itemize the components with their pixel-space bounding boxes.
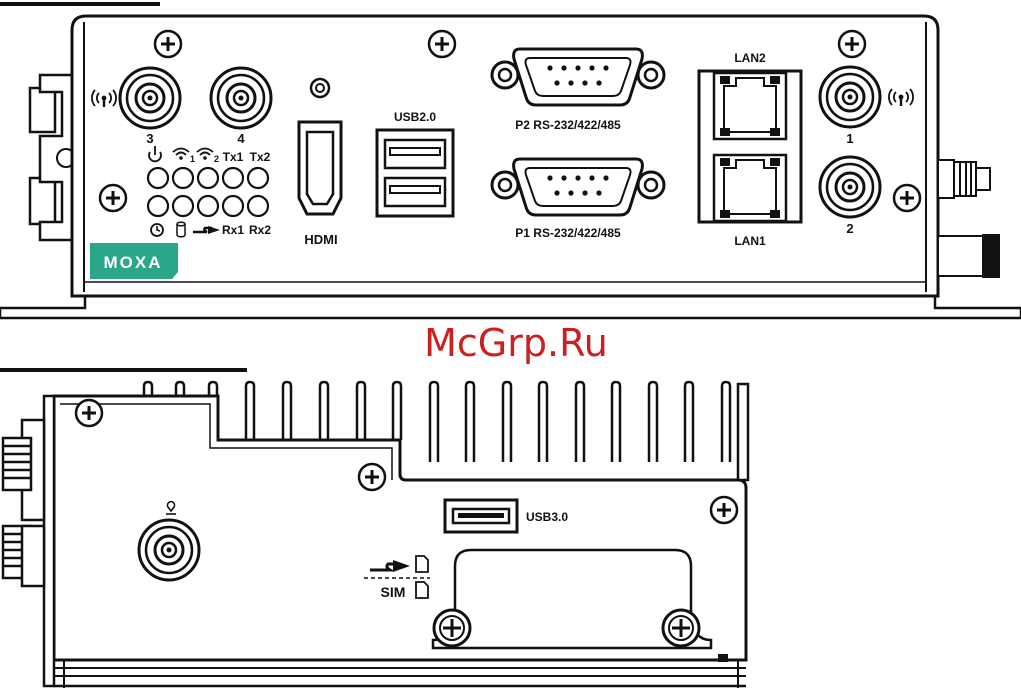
- cover-screw-icon: [434, 610, 470, 646]
- usb3-port: [445, 500, 517, 532]
- lan2-port: [714, 73, 786, 139]
- sim-label: SIM: [381, 584, 406, 600]
- rx1-label: Rx1: [222, 223, 244, 237]
- hdmi-label: HDMI: [304, 232, 337, 247]
- lan2-label: LAN2: [734, 51, 766, 65]
- led: [223, 168, 243, 188]
- screw-icon: [429, 31, 455, 57]
- side-panel: USB3.0 SIM: [0, 370, 748, 688]
- screw-icon: [359, 464, 385, 490]
- antenna-4-label: 4: [237, 131, 245, 146]
- screw-icon: [711, 497, 737, 523]
- screw-icon: [155, 31, 181, 57]
- watermark-text: McGrp.Ru: [424, 321, 608, 365]
- screw-icon: [894, 185, 920, 211]
- clock-icon: [151, 224, 163, 236]
- antenna-connector-3: [120, 68, 180, 128]
- gps-antenna-connector: [139, 520, 199, 580]
- led: [173, 196, 193, 216]
- led: [198, 168, 218, 188]
- front-panel: 3 4 1 2 1 2 Tx1 Tx2: [0, 4, 1021, 318]
- usb3-label: USB3.0: [526, 510, 568, 524]
- rx2-label: Rx2: [249, 223, 271, 237]
- led: [198, 196, 218, 216]
- right-side-connectors: [938, 160, 1000, 278]
- led: [173, 168, 193, 188]
- led: [248, 168, 268, 188]
- lan1-label: LAN1: [734, 234, 766, 248]
- led: [248, 196, 268, 216]
- screw-icon: [839, 31, 865, 57]
- wifi-2-subscript: 2: [214, 154, 219, 164]
- wifi-1-subscript: 1: [190, 154, 195, 164]
- side-antenna-connector: [3, 438, 31, 490]
- led: [223, 196, 243, 216]
- screw-icon: [100, 185, 126, 211]
- tx1-label: Tx1: [223, 150, 244, 164]
- serial-port-p1-label: P1 RS-232/422/485: [515, 226, 621, 240]
- antenna-connector-1: [820, 67, 880, 127]
- antenna-connector-2: [820, 157, 880, 217]
- sim-card-icon: [416, 582, 428, 598]
- antenna-2-label: 2: [846, 221, 853, 236]
- moxa-logo-text: MOXA: [104, 253, 163, 272]
- lan1-port: [714, 155, 786, 221]
- lan-ports: [699, 71, 801, 222]
- led: [148, 168, 168, 188]
- serial-port-p2-label: P2 RS-232/422/485: [515, 118, 621, 132]
- card-slot-cover: [433, 550, 711, 648]
- usb2-label: USB2.0: [394, 110, 436, 124]
- antenna-3-label: 3: [146, 131, 153, 146]
- usb2-ports: [377, 130, 453, 216]
- screw-icon: [76, 400, 102, 426]
- antenna-1-label: 1: [846, 131, 853, 146]
- tx2-label: Tx2: [250, 150, 271, 164]
- moxa-logo: MOXA: [90, 243, 178, 279]
- cover-screw-icon: [663, 610, 699, 646]
- led: [148, 196, 168, 216]
- antenna-connector-4: [211, 68, 271, 128]
